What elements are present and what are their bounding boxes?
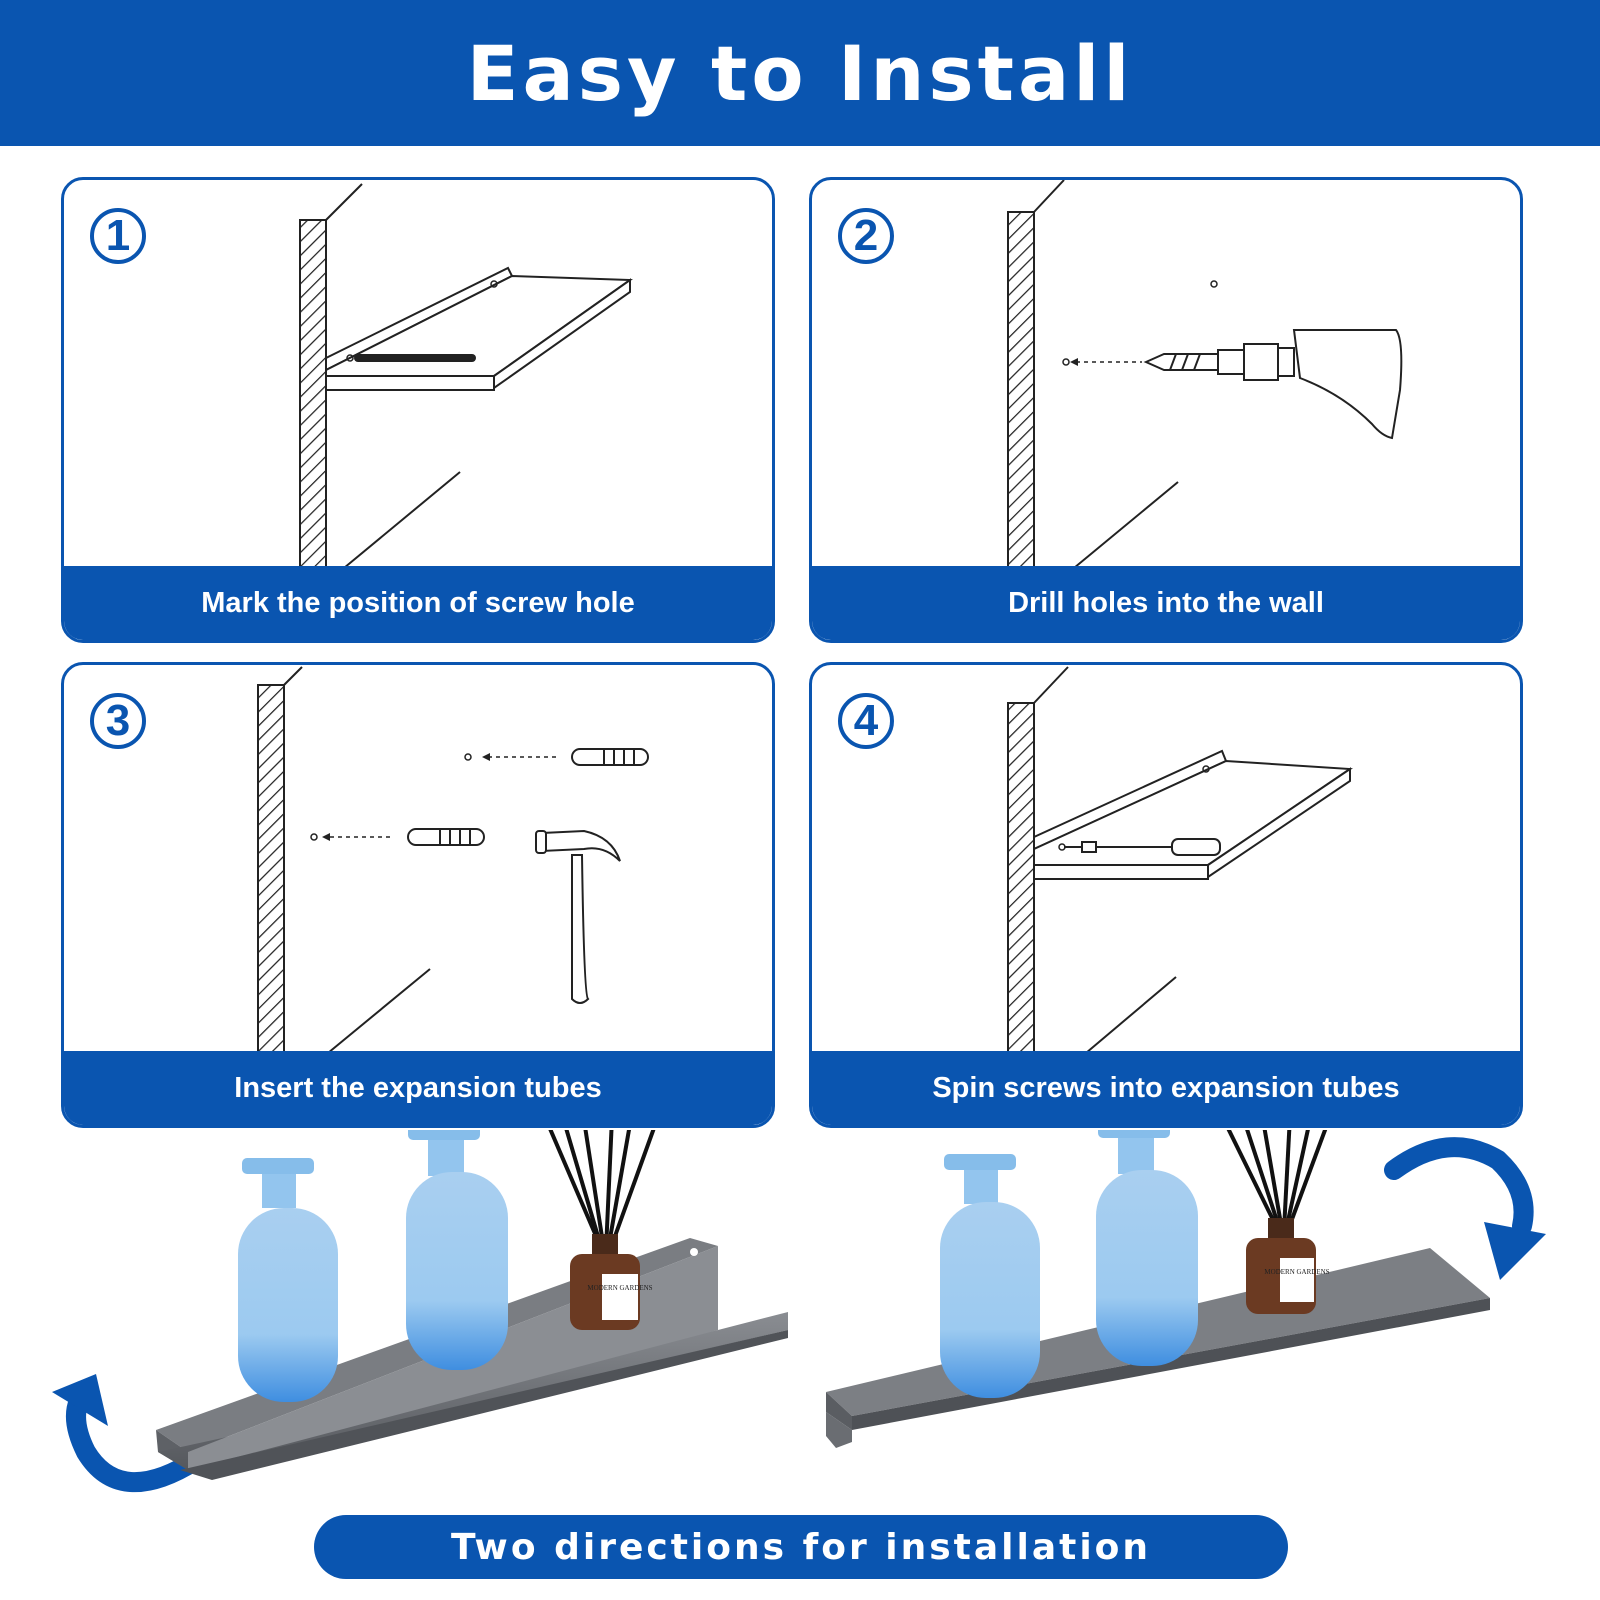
- wall-section: [299, 219, 327, 570]
- soap-bottle: [406, 1130, 508, 1370]
- step-card-4: 4 Spin screws into expansion tubes: [809, 662, 1523, 1128]
- step-number-4: 4: [838, 693, 894, 749]
- wall-section: [257, 684, 285, 1055]
- step-number-3: 3: [90, 693, 146, 749]
- step-card-3: 3 Insert the expansion tubes: [61, 662, 775, 1128]
- header-banner: Easy to Install: [0, 0, 1600, 146]
- soap-bottle: [238, 1158, 338, 1402]
- step-card-2: 2 Drill holes into the wall: [809, 177, 1523, 643]
- step-3-illustration: [257, 666, 649, 1055]
- step-caption-4: Spin screws into expansion tubes: [812, 1051, 1520, 1125]
- soap-bottle: [1096, 1130, 1198, 1366]
- wall-section: [1007, 702, 1035, 1055]
- rotate-arrow-icon: [52, 1374, 206, 1492]
- soap-bottle: [940, 1154, 1040, 1398]
- step-1-illustration: [299, 183, 634, 570]
- diffuser-label: MODERN GARDENS: [587, 1284, 652, 1292]
- rotate-arrow-icon: [1384, 1137, 1546, 1280]
- pencil-icon: [346, 354, 476, 362]
- expansion-tube-icon: [407, 828, 485, 846]
- step-caption-1: Mark the position of screw hole: [64, 566, 772, 640]
- product-photos: MODERN GARDENS MODERN GARDENS: [52, 1130, 1546, 1492]
- shelf-outline: [1033, 749, 1353, 880]
- diffuser-label: MODERN GARDENS: [1264, 1268, 1329, 1276]
- step-caption-3: Insert the expansion tubes: [64, 1051, 772, 1125]
- step-caption-2: Drill holes into the wall: [812, 566, 1520, 640]
- reed-diffuser: MODERN GARDENS: [548, 1130, 656, 1330]
- hammer-icon: [535, 829, 621, 1004]
- step-4-illustration: [1007, 666, 1353, 1055]
- reed-diffuser: MODERN GARDENS: [1226, 1130, 1330, 1314]
- step-number-1: 1: [90, 208, 146, 264]
- shelf-outline: [325, 266, 634, 391]
- step-card-1: 1 Mark the position of screw hole: [61, 177, 775, 643]
- wall-section: [1007, 211, 1035, 570]
- expansion-tube-icon: [571, 748, 649, 766]
- screwdriver-icon: [1058, 838, 1221, 856]
- footer-banner: Two directions for installation: [314, 1515, 1288, 1579]
- step-2-illustration: [1007, 180, 1403, 570]
- step-number-2: 2: [838, 208, 894, 264]
- drill-icon: [1143, 329, 1403, 440]
- page-title: Easy to Install: [466, 28, 1134, 118]
